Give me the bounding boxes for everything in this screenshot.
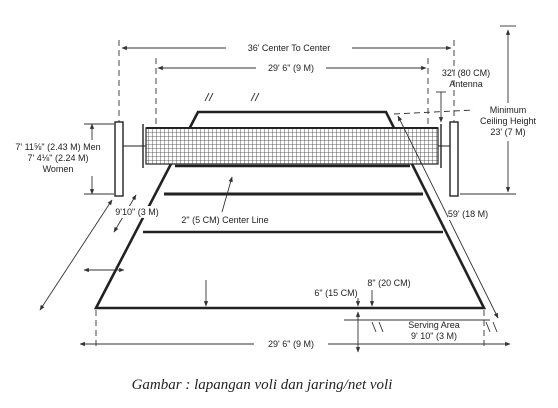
bottom-width-dimension: 29' 6" (9 M) bbox=[79, 310, 511, 350]
antenna-label: Antenna bbox=[449, 79, 483, 89]
post-left bbox=[114, 121, 124, 197]
ceiling-label-2: Ceiling Height bbox=[480, 116, 537, 126]
ceiling-label-3: 23' (7 M) bbox=[490, 127, 525, 137]
net-height-men: 7' 11⅝" (2.43 M) Men bbox=[15, 142, 100, 152]
center-line-callout: 2" (5 CM) Center Line bbox=[170, 176, 280, 226]
ceiling-dimension: Minimum Ceiling Height 23' (7 M) bbox=[460, 25, 538, 195]
attack-line-dimension: 9'10" (3 M) bbox=[108, 194, 166, 233]
net-height-women: Women bbox=[43, 164, 74, 174]
center-to-center-label: 36' Center To Center bbox=[248, 43, 331, 53]
attack-line-label: 9'10" (3 M) bbox=[115, 207, 158, 217]
serving-area-label: Serving Area bbox=[408, 320, 460, 330]
net-height-women-value: 7' 4⅛" (2.24 M) bbox=[28, 153, 89, 163]
left-length-arrow bbox=[39, 199, 113, 311]
bottom-width-label: 29' 6" (9 M) bbox=[268, 339, 314, 349]
line-width-label: 6" (15 CM) bbox=[314, 288, 357, 298]
line-width-dimension: 6" (15 CM) 8" (20 CM) bbox=[203, 278, 411, 307]
figure-caption: Gambar : lapangan voli dan jaring/net vo… bbox=[132, 377, 393, 393]
net bbox=[145, 127, 439, 165]
antenna-size-label: 32" (80 CM) bbox=[442, 68, 490, 78]
court-length-label: 59' (18 M) bbox=[448, 209, 488, 219]
far-tick-marks-2 bbox=[250, 92, 260, 102]
serving-area-dimension: Serving Area 9' 10" (3 M) bbox=[344, 311, 498, 353]
serve-mark-label: 8" (20 CM) bbox=[367, 278, 410, 288]
court-length-dimension: 59' (18 M) bbox=[393, 109, 499, 319]
net-width-label: 29' 6" (9 M) bbox=[268, 63, 314, 73]
serving-area-value: 9' 10" (3 M) bbox=[411, 331, 457, 341]
post-right bbox=[449, 121, 459, 197]
serving-ticks-right bbox=[485, 321, 498, 333]
ceiling-label-1: Minimum bbox=[490, 105, 527, 115]
serving-ticks bbox=[371, 321, 384, 333]
net-height-dimension: 7' 11⅝" (2.43 M) Men 7' 4⅛" (2.24 M) Wom… bbox=[2, 123, 114, 195]
far-tick-marks-1 bbox=[204, 92, 214, 102]
top-dimensions: 36' Center To Center 29' 6" (9 M) bbox=[118, 40, 455, 128]
center-line-label: 2" (5 CM) Center Line bbox=[181, 215, 268, 225]
